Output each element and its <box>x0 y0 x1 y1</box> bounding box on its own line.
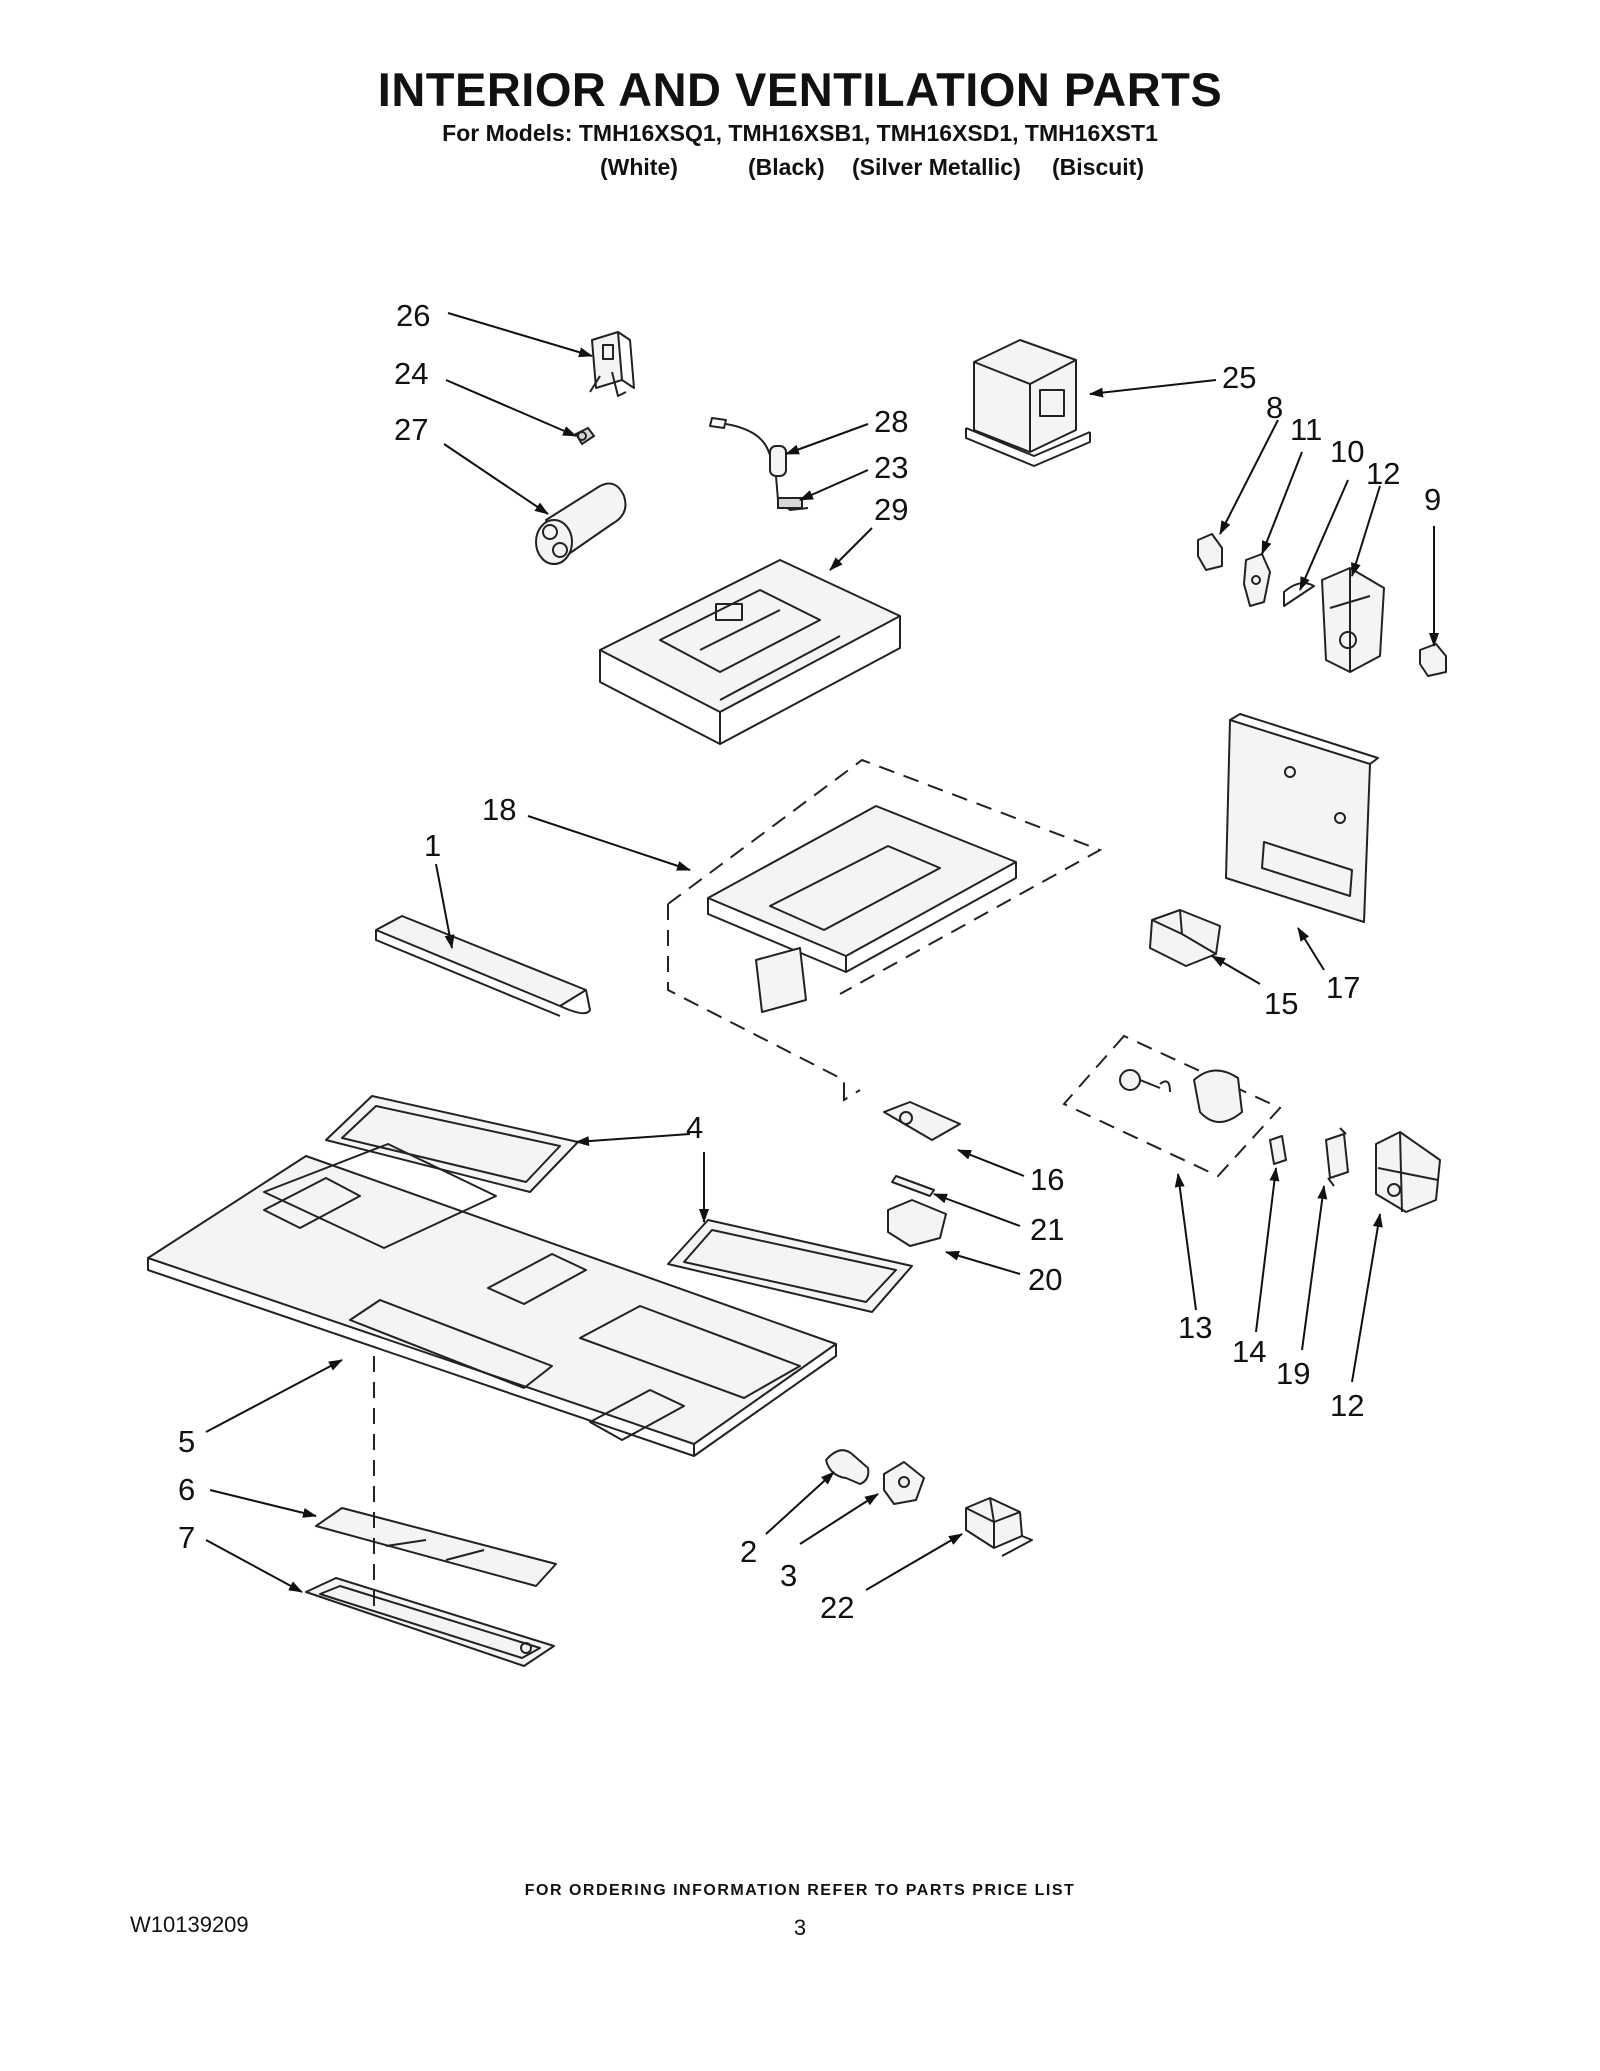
part-7-light-frame <box>305 1577 555 1667</box>
part-5-bottom-plate <box>147 1143 837 1457</box>
page-number: 3 <box>793 1915 807 1940</box>
part-15-thermal-block <box>1149 909 1221 967</box>
callout-23: 23 <box>874 450 908 485</box>
callout-11: 11 <box>1290 412 1322 447</box>
part-1-grille <box>375 915 591 1017</box>
callout-10: 10 <box>1330 434 1364 469</box>
callout-16: 16 <box>1030 1162 1064 1197</box>
part-14-knob <box>1269 1135 1287 1165</box>
part-3-socket <box>883 1461 925 1505</box>
document-number: W10139209 <box>130 1912 249 1937</box>
callout-6: 6 <box>178 1472 195 1507</box>
callout-1: 1 <box>424 828 441 863</box>
callout-20: 20 <box>1028 1262 1062 1297</box>
callout-5: 5 <box>178 1424 195 1459</box>
callout-8: 8 <box>1266 390 1283 425</box>
callout-14: 14 <box>1232 1334 1266 1369</box>
callout-13: 13 <box>1178 1310 1212 1345</box>
part-29-mount-plate <box>599 559 901 745</box>
callout-27: 27 <box>394 412 428 447</box>
callout-18: 18 <box>482 792 516 827</box>
models-line: For Models: TMH16XSQ1, TMH16XSB1, TMH16X… <box>442 120 1158 146</box>
ordering-note: FOR ORDERING INFORMATION REFER TO PARTS … <box>524 1882 1076 1899</box>
leader-lines <box>205 312 1439 1593</box>
color-silver-metallic: (Silver Metallic) <box>852 154 1021 180</box>
callout-3: 3 <box>780 1558 797 1593</box>
part-12-latch-bracket-top <box>1321 567 1385 673</box>
part-21-fuse <box>891 1175 935 1197</box>
part-4-filter-right <box>667 1219 913 1313</box>
callout-12-top: 12 <box>1366 456 1400 491</box>
part-17-control-panel <box>1225 713 1379 923</box>
callout-19: 19 <box>1276 1356 1310 1391</box>
part-26-bracket <box>589 331 635 397</box>
part-8-switch <box>1197 533 1223 571</box>
part-19-switch <box>1325 1127 1349 1187</box>
callout-12-lower: 12 <box>1330 1388 1364 1423</box>
callout-26: 26 <box>396 298 430 333</box>
callout-2: 2 <box>740 1534 757 1569</box>
part-25-transformer <box>965 339 1091 467</box>
callout-15: 15 <box>1264 986 1298 1021</box>
callout-labels: 26 24 27 28 23 29 25 8 11 10 12 9 18 1 1… <box>178 298 1441 1625</box>
part-22-block <box>965 1497 1033 1557</box>
part-10-spring <box>1283 582 1315 607</box>
callout-4: 4 <box>686 1110 703 1145</box>
callout-7: 7 <box>178 1520 195 1555</box>
page-title: INTERIOR AND VENTILATION PARTS <box>377 63 1223 116</box>
part-6-light-lens <box>315 1507 557 1587</box>
callout-28: 28 <box>874 404 908 439</box>
part-9-switch <box>1419 643 1447 677</box>
part-12-latch-bracket-lower <box>1375 1131 1441 1213</box>
callout-17: 17 <box>1326 970 1360 1005</box>
callout-24: 24 <box>394 356 428 391</box>
color-black: (Black) <box>748 154 825 180</box>
callout-22: 22 <box>820 1590 854 1625</box>
part-18-vent-assembly <box>667 758 1103 1102</box>
part-11-lever <box>1243 553 1271 607</box>
part-27-capacitor <box>535 482 627 565</box>
part-20-fuse-holder <box>887 1199 947 1247</box>
color-biscuit: (Biscuit) <box>1052 154 1144 180</box>
part-24-clip <box>574 426 596 446</box>
color-white: (White) <box>600 154 678 180</box>
part-28-23-sensor <box>709 417 809 511</box>
part-13-motor-kit <box>1062 1034 1282 1178</box>
callout-29: 29 <box>874 492 908 527</box>
callout-25: 25 <box>1222 360 1256 395</box>
callout-9: 9 <box>1424 482 1441 517</box>
part-2-lamp <box>825 1449 870 1485</box>
callout-21: 21 <box>1030 1212 1064 1247</box>
part-16-thermistor <box>883 1101 961 1141</box>
